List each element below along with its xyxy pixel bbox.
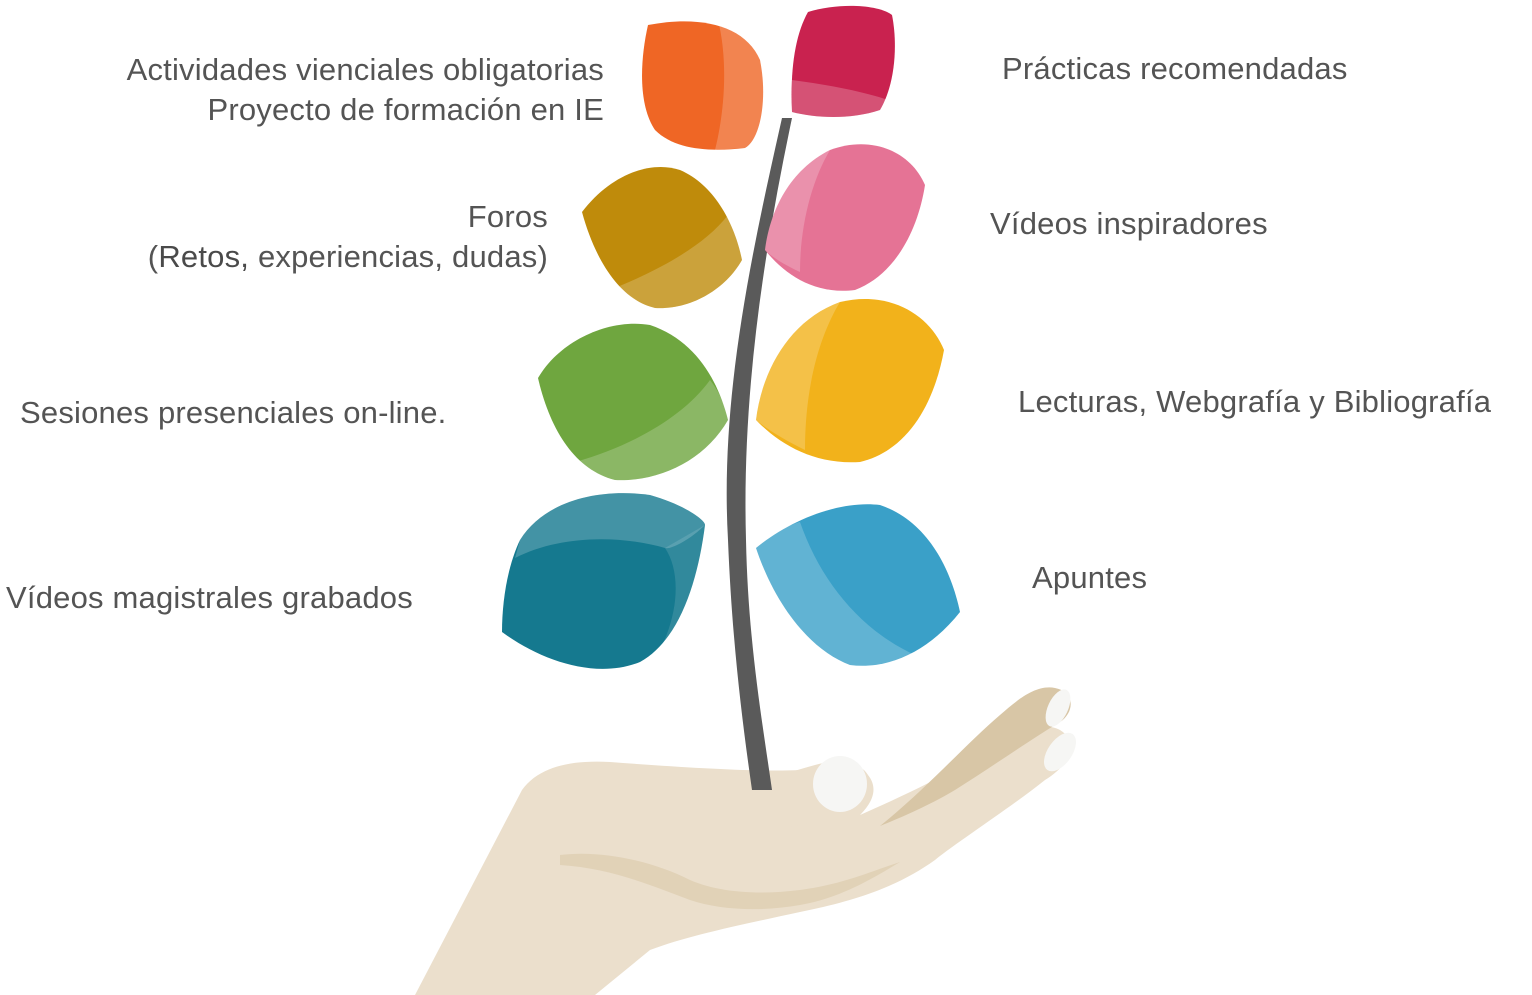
label-actividades-line1: Actividades vienciales obligatorias <box>126 52 604 87</box>
hand-fingers-back <box>880 687 1071 826</box>
finger-nail-lower <box>1044 732 1076 772</box>
leaf-pink <box>765 144 925 291</box>
label-apuntes-line1: Apuntes <box>1032 560 1148 595</box>
label-videos-magistrales: Vídeos magistrales grabados <box>6 578 413 618</box>
leaf-crimson <box>791 5 895 117</box>
label-videos-inspiradores: Vídeos inspiradores <box>990 204 1268 244</box>
label-foros-rest: experiencias, dudas) <box>249 239 548 274</box>
label-lecturas: Lecturas, Webgrafía y Bibliografía <box>1018 382 1491 422</box>
label-foros-retos: Retos, <box>158 239 250 274</box>
leaf-sky <box>756 504 960 667</box>
finger-nail-upper <box>1045 689 1071 727</box>
label-videos-magistrales-line1: Vídeos magistrales grabados <box>6 580 413 615</box>
label-practicas-line1: Prácticas recomendadas <box>1002 51 1348 86</box>
leaf-yellow <box>756 298 944 463</box>
plant-stem <box>726 118 792 790</box>
leaf-green <box>538 323 728 481</box>
label-foros-line1: Foros <box>467 199 548 234</box>
leaf-mustard <box>582 166 742 309</box>
label-actividades: Actividades vienciales obligatorias Proy… <box>127 50 604 130</box>
leaf-orange <box>642 20 765 150</box>
label-foros-line2: (Retos, experiencias, dudas) <box>148 237 548 277</box>
label-actividades-line2: Proyecto de formación en IE <box>207 92 604 127</box>
label-lecturas-line1: Lecturas, Webgrafía y Bibliografía <box>1018 384 1492 419</box>
leaf-teal <box>502 493 705 669</box>
label-apuntes: Apuntes <box>1032 558 1147 598</box>
label-sesiones-line1: Sesiones presenciales on-line. <box>20 395 447 430</box>
thumb-nail <box>813 756 867 812</box>
label-videos-inspiradores-line1: Vídeos inspiradores <box>990 206 1268 241</box>
label-practicas: Prácticas recomendadas <box>1002 49 1348 89</box>
label-foros: Foros (Retos, experiencias, dudas) <box>148 197 548 277</box>
label-sesiones: Sesiones presenciales on-line. <box>20 393 446 433</box>
label-foros-paren: ( <box>147 239 159 274</box>
hand-palm <box>415 726 1071 995</box>
open-hand <box>415 687 1076 995</box>
hand-palm-crease <box>560 853 900 910</box>
